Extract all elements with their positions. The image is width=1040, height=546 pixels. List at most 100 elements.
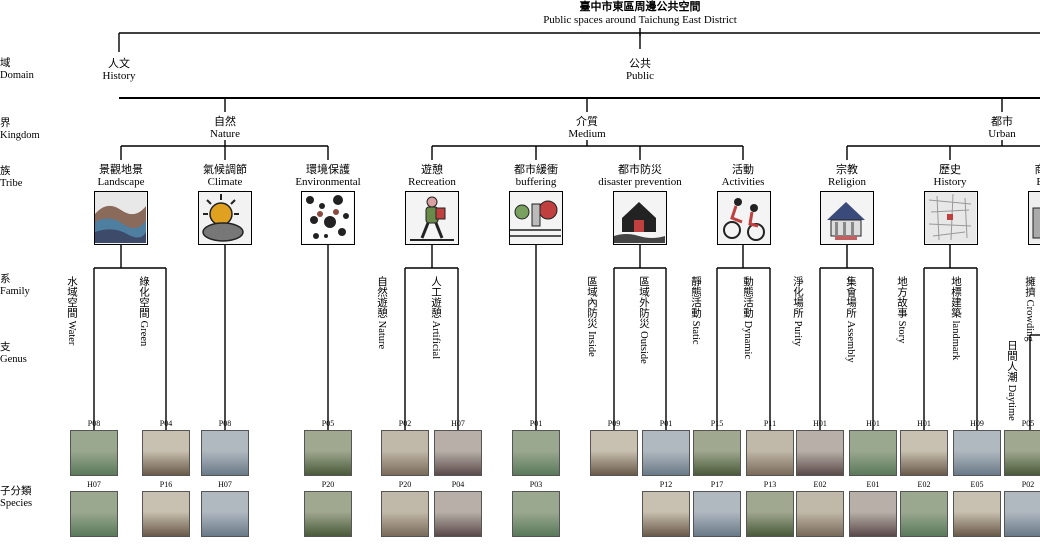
species-row1-code: P01	[659, 419, 673, 428]
species-row2-code: P03	[529, 480, 543, 489]
species-row2-photo	[70, 491, 118, 537]
species-row2-code: P12	[659, 480, 673, 489]
activities-icon	[717, 191, 771, 245]
species-row2-code: P13	[763, 480, 777, 489]
species-row2-photo	[953, 491, 1001, 537]
family-crowding: 擁擠 Crowding	[1024, 276, 1035, 342]
species-row2-photo	[900, 491, 948, 537]
disaster-icon	[613, 191, 667, 245]
species-row2-photo	[512, 491, 560, 537]
species-row2-photo	[304, 491, 352, 537]
species-row1-code: P11	[763, 419, 777, 428]
species-row2-code: E02	[813, 480, 827, 489]
species-row2-photo	[381, 491, 429, 537]
tribe-business: 商B	[1035, 164, 1040, 188]
species-row2-code: E02	[917, 480, 931, 489]
diagram-title-zh: 臺中市東區周邊公共空間	[579, 1, 701, 13]
family-dynamic: 動態活動 Dynamic	[742, 276, 753, 360]
species-row2-code: P02	[1021, 480, 1035, 489]
species-row1-photo	[642, 430, 690, 476]
species-row2-photo	[434, 491, 482, 537]
species-row2-photo	[849, 491, 897, 537]
species-row1-code: H01	[917, 419, 931, 428]
family-static: 靜態活動 Static	[690, 276, 701, 345]
species-row2-photo	[1004, 491, 1040, 537]
family-artificial-recreation: 人工遊憩 Artificial	[430, 276, 441, 360]
species-row2-code: H07	[87, 480, 101, 489]
species-row1-photo	[849, 430, 897, 476]
species-row1-code: H01	[813, 419, 827, 428]
species-row1-photo	[1004, 430, 1040, 476]
species-row2-photo	[796, 491, 844, 537]
species-row2-photo	[642, 491, 690, 537]
species-row1-code: P08	[87, 419, 101, 428]
species-row2-code: H07	[218, 480, 232, 489]
species-row1-code: P09	[607, 419, 621, 428]
species-row1-photo	[70, 430, 118, 476]
family-story: 地方故事 Story	[896, 276, 907, 344]
species-row1-code: P15	[710, 419, 724, 428]
religion-icon	[820, 191, 874, 245]
species-row1-photo	[304, 430, 352, 476]
species-row1-code: H09	[970, 419, 984, 428]
species-row1-code: P01	[529, 419, 543, 428]
species-row2-photo	[142, 491, 190, 537]
species-row1-code: H01	[866, 419, 880, 428]
family-landmark: 地標建築 landmark	[950, 276, 961, 361]
buffering-icon	[509, 191, 563, 245]
family-assembly: 集會場所 Assembly	[845, 276, 856, 363]
species-row1-photo	[512, 430, 560, 476]
species-row1-code: P08	[218, 419, 232, 428]
species-row2-photo	[201, 491, 249, 537]
species-row1-code: H07	[451, 419, 465, 428]
species-row1-photo	[796, 430, 844, 476]
diagram-title-en: Public spaces around Taichung East Distr…	[543, 14, 737, 26]
species-row1-code: P02	[398, 419, 412, 428]
species-row2-code: P16	[159, 480, 173, 489]
species-row1-code: P05	[1021, 419, 1035, 428]
environment-icon	[301, 191, 355, 245]
history-icon	[924, 191, 978, 245]
species-row2-code: P17	[710, 480, 724, 489]
family-nature-recreation: 自然遊憩 Nature	[376, 276, 387, 350]
family-inside: 區域內防災 Inside	[586, 276, 597, 357]
species-row2-photo	[746, 491, 794, 537]
species-row2-code: P04	[451, 480, 465, 489]
family-outside: 區域外防災 Outside	[638, 276, 649, 364]
species-row2-photo	[693, 491, 741, 537]
species-row1-photo	[434, 430, 482, 476]
species-row1-photo	[142, 430, 190, 476]
species-row1-photo	[590, 430, 638, 476]
species-row1-photo	[693, 430, 741, 476]
business-icon	[1028, 191, 1040, 245]
climate-icon	[198, 191, 252, 245]
species-row1-code: P04	[159, 419, 173, 428]
species-row1-photo	[953, 430, 1001, 476]
species-row2-code: E01	[866, 480, 880, 489]
genus-daytime: 日間人潮 Daytime	[1006, 340, 1017, 421]
landscape-icon	[94, 191, 148, 245]
species-row2-code: P20	[398, 480, 412, 489]
species-row1-photo	[746, 430, 794, 476]
species-row1-photo	[900, 430, 948, 476]
